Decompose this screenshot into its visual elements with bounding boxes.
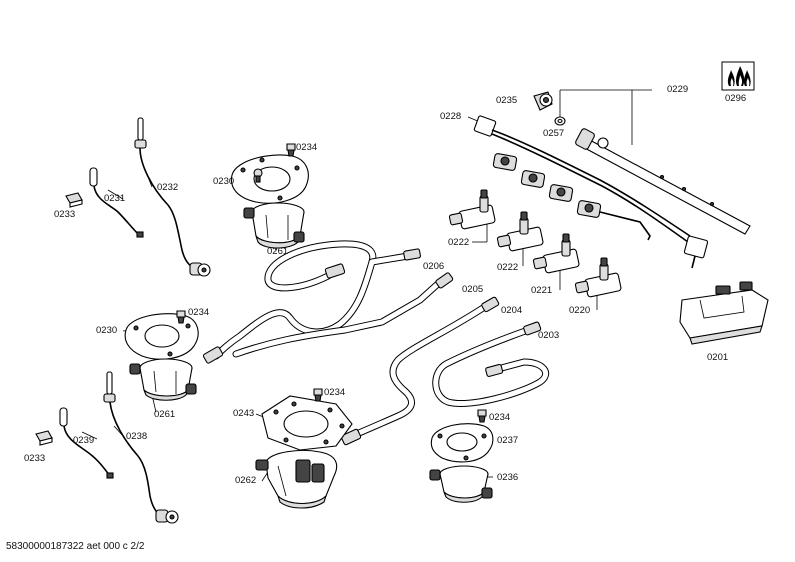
burner-cup-0236 (429, 465, 493, 503)
label-0230-a: 0230 (213, 176, 235, 187)
flame-icon-0296 (721, 61, 755, 91)
seal-0257 (554, 116, 566, 126)
ignition-harness-0228 (473, 115, 709, 269)
clip-0233-bottom (35, 430, 53, 446)
label-0257: 0257 (543, 128, 565, 139)
screw-0234-c (313, 388, 323, 402)
label-0230-b: 0230 (96, 325, 118, 336)
gas-tube-0205 (232, 272, 454, 358)
label-0235: 0235 (496, 95, 518, 106)
screw-0234-a (286, 143, 296, 157)
document-footer: 58300000187322 aet 000 c 2/2 (6, 541, 145, 552)
label-0233-a: 0233 (54, 209, 76, 220)
label-0239: 0239 (73, 435, 95, 446)
label-0228: 0228 (440, 111, 462, 122)
thermocouple-0232 (134, 117, 211, 277)
screw-0234-d (477, 409, 487, 423)
gas-rail-0229 (575, 128, 751, 235)
label-0237: 0237 (497, 435, 519, 446)
spark-module-4 (576, 200, 602, 218)
label-0206: 0206 (423, 261, 445, 272)
thermocouple-0239 (59, 407, 114, 479)
burner-plate-0243 (261, 395, 353, 451)
label-0233-b: 0233 (24, 453, 46, 464)
clip-0233-top (65, 192, 83, 208)
burner-plate-0237 (430, 423, 494, 463)
gas-tube-0206 (202, 240, 421, 364)
spark-module-2 (520, 170, 546, 188)
elbow-0235 (533, 91, 553, 111)
label-0204: 0204 (501, 305, 523, 316)
gas-valve-0222-a (448, 189, 496, 230)
label-0234-d: 0234 (489, 412, 511, 423)
bracket-0201 (679, 281, 769, 345)
label-0234-b: 0234 (188, 307, 210, 318)
burner-plate-0230-mid (124, 313, 199, 360)
screw-top-small (253, 168, 263, 183)
label-0205: 0205 (462, 284, 484, 295)
burner-cup-0261-mid (129, 358, 197, 401)
label-0262: 0262 (235, 475, 257, 486)
spark-module-1 (492, 153, 518, 171)
label-0261-a: 0261 (267, 246, 289, 257)
label-0243: 0243 (233, 408, 255, 419)
gas-valve-0221 (532, 233, 580, 274)
label-0222-b: 0222 (497, 262, 519, 273)
label-0234-a: 0234 (296, 142, 318, 153)
label-0229: 0229 (667, 84, 689, 95)
label-0236: 0236 (497, 472, 519, 483)
burner-cup-0262 (255, 449, 338, 509)
label-0222-a: 0222 (448, 237, 470, 248)
label-0234-c: 0234 (324, 387, 346, 398)
spark-module-3 (548, 184, 574, 202)
label-0201: 0201 (707, 352, 729, 363)
label-0203: 0203 (538, 330, 560, 341)
gas-tube-0204 (340, 296, 500, 446)
burner-plate-0230-top (230, 154, 309, 204)
label-0220: 0220 (569, 305, 591, 316)
thermocouple-0231 (89, 167, 144, 238)
label-0261-b: 0261 (154, 409, 176, 420)
screw-0234-b (176, 310, 186, 324)
label-0296: 0296 (725, 93, 747, 104)
label-0221: 0221 (531, 285, 553, 296)
burner-cup-0261-top (243, 202, 305, 249)
label-0238: 0238 (126, 431, 148, 442)
gas-tube-0203 (432, 321, 549, 407)
label-0231: 0231 (104, 193, 126, 204)
label-0232: 0232 (157, 182, 179, 193)
gas-valve-0220 (574, 257, 622, 298)
thermocouple-0238 (103, 371, 179, 524)
gas-valve-0222-b (496, 211, 544, 252)
